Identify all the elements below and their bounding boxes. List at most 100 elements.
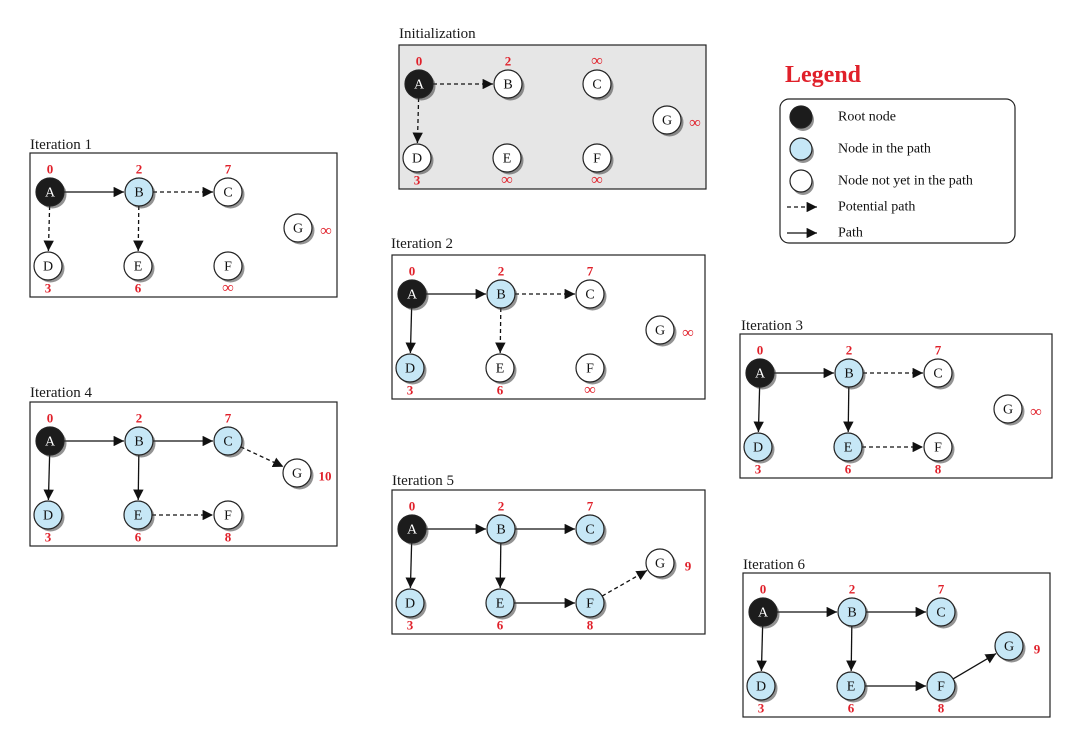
distance-label: 8 (935, 462, 942, 477)
unvisited-node-circle (993, 394, 1023, 424)
node-label: G (655, 324, 665, 339)
distance-label: 2 (846, 343, 853, 358)
distance-label: ∞ (689, 115, 700, 132)
unvisited-node-circle (485, 353, 515, 383)
distance-label: 7 (225, 162, 232, 177)
distance-label: 7 (225, 411, 232, 426)
path-edge (405, 307, 416, 354)
legend-item-path: Path (787, 226, 863, 241)
root-node-circle (397, 514, 427, 544)
node-label: E (496, 597, 505, 612)
node-label: B (496, 523, 505, 538)
node-b: B2 (493, 54, 525, 101)
distance-label: 7 (587, 499, 594, 514)
path-node-circle (746, 671, 776, 701)
legend-item-not-in-path: Node not yet in the path (789, 169, 973, 195)
distance-label: 7 (587, 264, 594, 279)
node-label: E (844, 441, 853, 456)
node-g: G∞ (652, 105, 701, 137)
distance-label: 7 (935, 343, 942, 358)
distance-label: 2 (505, 54, 512, 69)
distance-label: 8 (225, 530, 232, 545)
unvisited-node-circle (575, 353, 605, 383)
distance-label: 3 (407, 618, 414, 633)
node-label: F (224, 260, 232, 275)
unvisited-node-circle (213, 177, 243, 207)
node-label: D (753, 441, 763, 456)
panel-title: Iteration 5 (392, 473, 454, 489)
node-label: G (292, 467, 302, 482)
node-label: G (1003, 403, 1013, 418)
distance-label: 3 (45, 530, 52, 545)
node-label: F (593, 152, 601, 167)
node-f: F∞ (213, 251, 245, 297)
path-edge (133, 454, 144, 501)
legend-label: Path (838, 226, 863, 241)
distance-label: 3 (755, 462, 762, 477)
unvisited-node-circle (402, 143, 432, 173)
distance-label: 3 (758, 701, 765, 716)
path-edge (952, 653, 997, 680)
distance-label: 6 (135, 281, 142, 296)
root-node-circle (404, 69, 434, 99)
distance-label: ∞ (584, 382, 595, 399)
node-g: G∞ (283, 213, 332, 245)
unvisited-node-circle (582, 69, 612, 99)
path-node-circle (575, 588, 605, 618)
distance-label: ∞ (222, 280, 233, 297)
unvisited-node-circle (645, 315, 675, 345)
root-node-circle (35, 177, 65, 207)
node-d: D3 (33, 251, 65, 296)
node-b: B2 (486, 264, 518, 311)
path-node-circle (926, 597, 956, 627)
legend-title: Legend (785, 62, 862, 88)
node-c: C7 (575, 264, 607, 311)
node-label: B (496, 288, 505, 303)
distance-label: 2 (498, 264, 505, 279)
panel-title: Initialization (399, 26, 476, 42)
distance-label: 0 (760, 582, 767, 597)
node-c: C7 (213, 162, 245, 209)
path-node-circle (837, 597, 867, 627)
path-node-circle (395, 588, 425, 618)
node-a: A0 (404, 54, 436, 101)
unvisited-node-circle (492, 143, 522, 173)
unvisited-node-circle (123, 251, 153, 281)
node-a: A0 (745, 343, 777, 390)
distance-label: 3 (45, 281, 52, 296)
node-label: D (405, 362, 415, 377)
node-label: F (934, 441, 942, 456)
distance-label: ∞ (1030, 404, 1041, 421)
path-node-circle (994, 631, 1024, 661)
node-b: B2 (124, 411, 156, 458)
legend-item-root: Root node (789, 105, 896, 131)
node-label: A (755, 367, 766, 382)
node-c: C7 (213, 411, 245, 458)
node-label: B (844, 367, 853, 382)
potential-path-edge (240, 446, 284, 468)
path-node-circle (213, 426, 243, 456)
node-label: F (586, 597, 594, 612)
path-node-circle (834, 358, 864, 388)
distance-label: 6 (497, 618, 504, 633)
root-node-circle (748, 597, 778, 627)
node-f: F∞ (582, 143, 614, 189)
node-e: E6 (485, 353, 517, 398)
node-e: E6 (123, 500, 155, 545)
node-label: E (496, 362, 505, 377)
path-edge (756, 625, 767, 672)
unvisited-node-circle (923, 432, 953, 462)
path-edge (846, 625, 857, 672)
node-label: B (134, 435, 143, 450)
node-label: D (756, 680, 766, 695)
node-label: A (45, 186, 56, 201)
node-c: C7 (923, 343, 955, 390)
legend-item-in-path: Node in the path (789, 137, 931, 163)
node-label: B (134, 186, 143, 201)
path-node-circle (486, 279, 516, 309)
node-label: E (847, 680, 856, 695)
path-node-circle (124, 177, 154, 207)
